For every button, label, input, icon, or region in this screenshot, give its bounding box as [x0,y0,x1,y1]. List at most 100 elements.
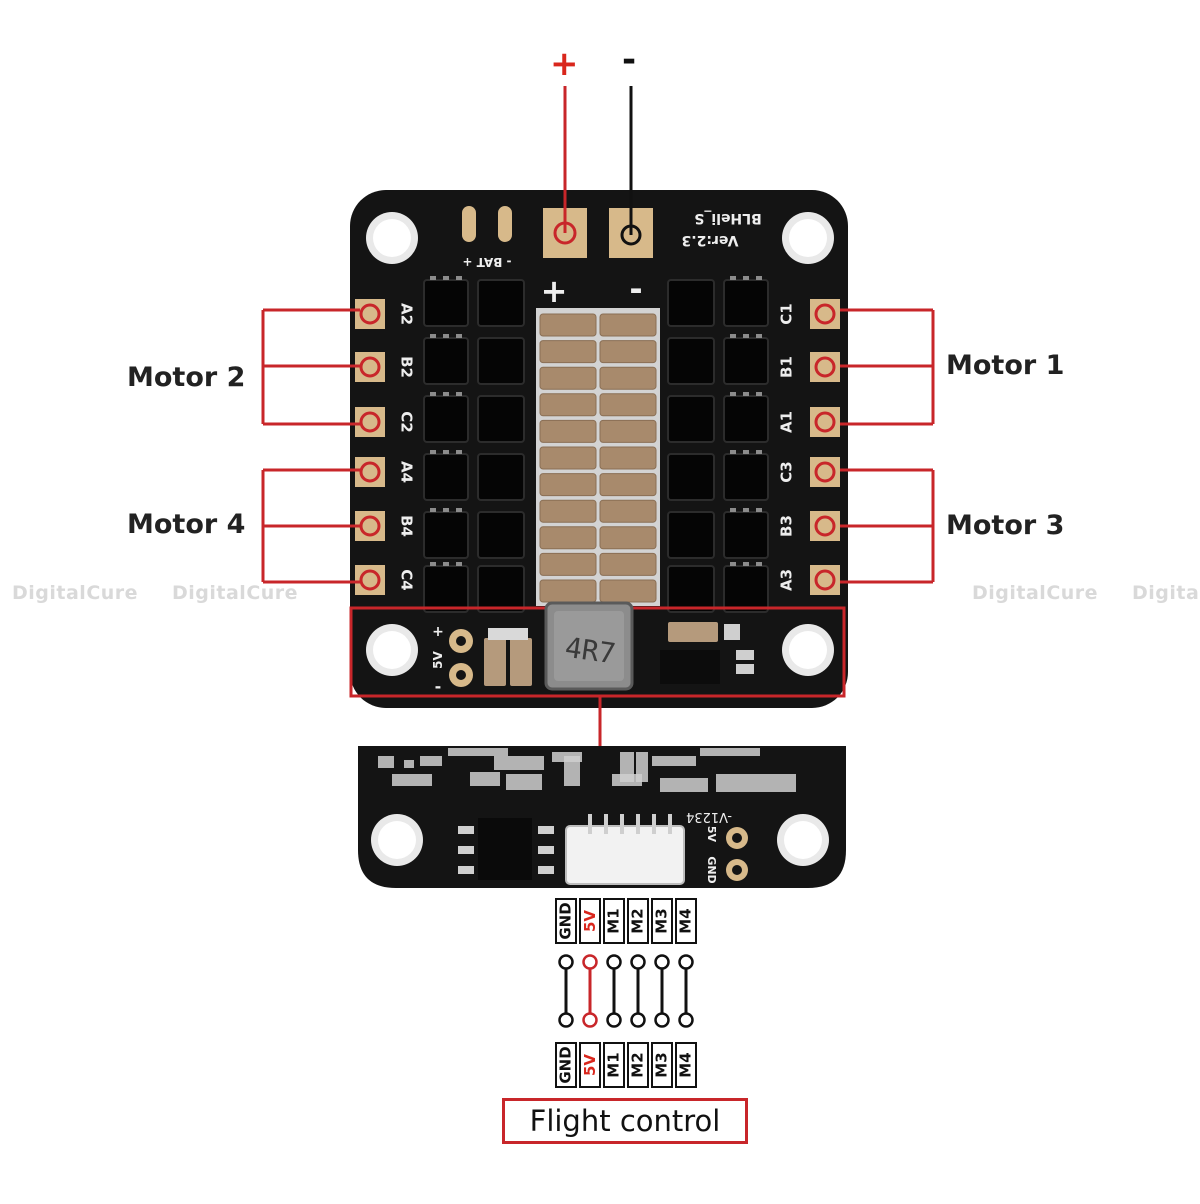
smd-component [448,748,508,756]
pin-label-m4: M4 [675,1042,697,1088]
reg-resistor-1 [724,624,740,640]
mounting-hole-bottom-left [366,624,418,676]
pad-label-b3: B3 [778,515,796,537]
mosfet-chip [667,337,715,385]
lower-board-components [378,748,796,874]
pin-label-text: M1 [605,908,623,934]
motor-2-bracket [261,308,360,426]
pad-label-c4: C4 [398,569,416,590]
mosfet-chip [423,395,469,443]
capacitor [599,340,657,364]
mosfet-chip [477,337,525,385]
mosfet-lead [743,508,749,512]
mosfet-chip [477,565,525,613]
pin-label-text: M3 [653,1052,671,1078]
pin-terminal-top [582,954,598,970]
pin-terminal-top [630,954,646,970]
pin-terminal-bottom [654,1012,670,1028]
mosfet-lead [756,450,762,454]
capacitor [539,419,597,443]
motor-pad-hole [359,461,381,483]
capacitor [599,313,657,337]
capacitor [539,446,597,470]
reg-5v-pad-top-hole [456,636,466,646]
mosfet-lead [743,334,749,338]
smd-component [700,748,760,756]
reg-resistor-2 [736,650,754,660]
pin-label-m3: M3 [651,1042,673,1088]
mosfet-lead [730,276,736,280]
motor-pad-hole [359,356,381,378]
ic-lead [458,846,474,854]
mosfet-chip [423,279,469,327]
capacitor [599,366,657,390]
capacitor [599,499,657,523]
pad-label-b1: B1 [778,356,796,378]
pin-terminal-bottom [678,1012,694,1028]
bat-pad-minus [462,206,476,242]
smd-component [404,760,414,768]
bottom-gnd-label: GND [705,856,718,883]
reg-capacitor-4 [668,622,718,642]
mosfet-lead [456,508,462,512]
pad-label-a2: A2 [398,303,416,325]
mosfet-lead [443,334,449,338]
mosfet-chip [423,337,469,385]
capacitor [539,366,597,390]
pin-label-text: M2 [629,1052,647,1078]
mosfet-lead [443,562,449,566]
smd-component [494,756,544,770]
pad-label-a3: A3 [778,569,796,591]
capacitor [539,579,597,603]
smd-component [564,756,580,786]
mosfet-chip [477,453,525,501]
mosfet-lead [443,276,449,280]
pin-wires [558,954,694,1028]
watermark-3: DigitalCure [972,582,1099,604]
ic-lead [458,826,474,834]
pin-label-text: M2 [629,908,647,934]
watermark-1: DigitalCure [12,582,139,604]
capacitor [599,552,657,576]
capacitor [599,393,657,417]
pin-label-gnd: GND [555,898,577,944]
mosfet-lead [743,392,749,396]
mosfet-chip [477,279,525,327]
mosfet-lead [430,562,436,566]
mosfet-chip [723,395,769,443]
pin-terminal-top [654,954,670,970]
capacitor [539,499,597,523]
mosfet-lead [456,334,462,338]
motor-1-bracket [840,308,935,426]
motor-3-label: Motor 3 [946,510,1065,541]
mosfet-lead [730,334,736,338]
mosfet-chip [667,511,715,559]
mosfet-lead [443,508,449,512]
smd-component [470,772,500,786]
connector-pin [588,814,592,834]
mosfet-lead [456,562,462,566]
power-minus-label: - [622,40,637,80]
mosfet-chip [423,511,469,559]
smd-component [652,756,696,766]
pin-label-5v: 5V [579,898,601,944]
watermark-4: DigitalCure [1132,582,1200,604]
motor-pad-hole [359,411,381,433]
ic-lead [538,846,554,854]
mosfet-lead [730,508,736,512]
connector-pin [636,814,640,834]
mosfet-chip [723,453,769,501]
pin-label-m1: M1 [603,1042,625,1088]
mosfet-lead [430,276,436,280]
pin-label-text: M3 [653,908,671,934]
mosfet-chip [423,565,469,613]
mounting-hole-top-left [366,212,418,264]
mosfet-lead [430,334,436,338]
motor-pad-hole [814,515,836,537]
reg-5v-pad-bottom-hole [456,670,466,680]
smd-component [716,774,796,792]
mosfet-lead [443,392,449,396]
pin-terminal-bottom [606,1012,622,1028]
